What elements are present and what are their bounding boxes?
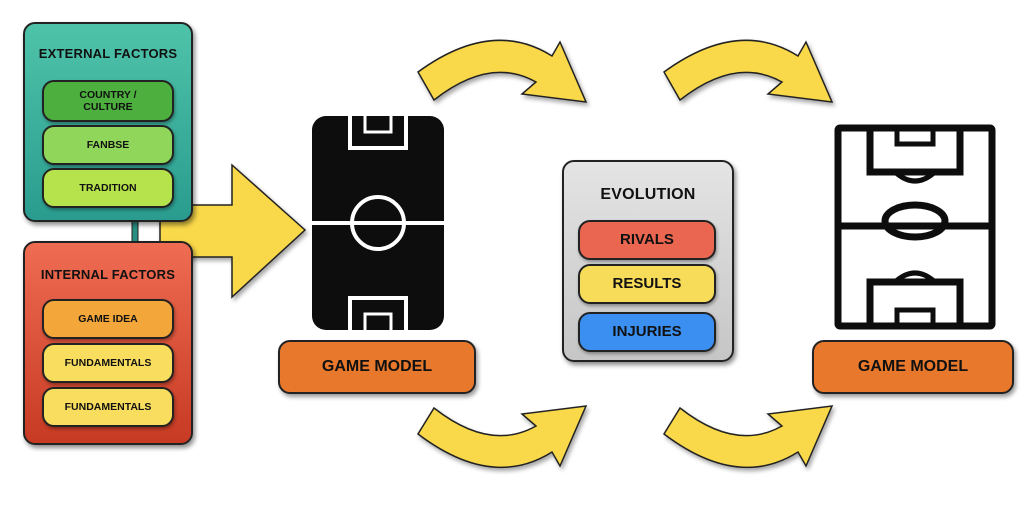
game-model-label-right: GAME MODEL: [812, 340, 1014, 394]
internal-factors-title: INTERNAL FACTORS: [40, 267, 176, 282]
football-pitch-outline-icon: [834, 124, 996, 330]
external-factors-title: EXTERNAL FACTORS: [38, 46, 178, 61]
evolution-panel: EVOLUTION RIVALS RESULTS INJURIES: [562, 160, 734, 362]
football-pitch-solid-icon: [312, 116, 444, 330]
external-factors-panel: EXTERNAL FACTORS COUNTRY / CULTURE FANBS…: [23, 22, 193, 222]
internal-factors-panel: INTERNAL FACTORS GAME IDEA FUNDAMENTALS …: [23, 241, 193, 445]
country-culture-item: COUNTRY / CULTURE: [42, 80, 174, 122]
game-idea-label: GAME IDEA: [78, 312, 138, 325]
fundamentals-label-1: FUNDAMENTALS: [64, 356, 152, 369]
curved-arrow-bottom-left-icon: [417, 405, 588, 469]
country-culture-label: COUNTRY / CULTURE: [79, 88, 137, 113]
tradition-item: TRADITION: [42, 168, 174, 208]
fundamentals-item-1: FUNDAMENTALS: [42, 343, 174, 383]
results-item: RESULTS: [578, 264, 716, 304]
game-idea-item: GAME IDEA: [42, 299, 174, 339]
injuries-label: INJURIES: [612, 323, 682, 341]
fundamentals-item-2: FUNDAMENTALS: [42, 387, 174, 427]
results-label: RESULTS: [612, 275, 682, 293]
game-model-label-left: GAME MODEL: [278, 340, 476, 394]
fundamentals-label-2: FUNDAMENTALS: [64, 400, 152, 413]
fanbase-label: FANBSE: [86, 138, 130, 151]
curved-arrow-bottom-right-icon: [663, 405, 834, 469]
tradition-label: TRADITION: [79, 181, 137, 194]
fanbase-item: FANBSE: [42, 125, 174, 165]
game-model-text-right: GAME MODEL: [857, 358, 969, 375]
injuries-item: INJURIES: [578, 312, 716, 352]
rivals-item: RIVALS: [578, 220, 716, 260]
curved-arrow-top-right-icon: [663, 39, 834, 103]
rivals-label: RIVALS: [620, 231, 674, 249]
game-model-text-left: GAME MODEL: [321, 358, 433, 375]
evolution-title: EVOLUTION: [600, 186, 696, 203]
curved-arrow-top-left-icon: [417, 39, 588, 103]
